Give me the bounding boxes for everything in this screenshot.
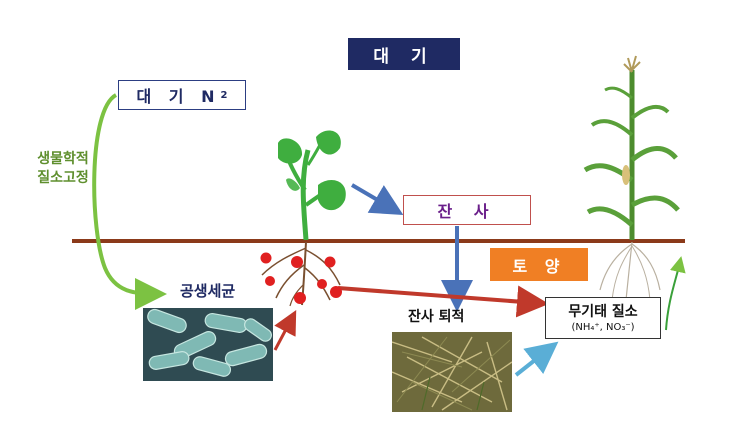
- root-nodule: [330, 286, 342, 298]
- residue-deposit-label: 잔사 퇴적: [408, 309, 465, 325]
- root-nodule: [260, 252, 272, 264]
- legume-plant-icon: [260, 130, 346, 307]
- bio-fixation-line-1: 생물학적: [37, 151, 89, 167]
- residue-straw-photo: [391, 332, 513, 412]
- n2-subscript: 2: [220, 89, 228, 101]
- inorganic-nitrogen-box: 무기태 질소 (NH₄⁺, NO₃⁻): [545, 297, 661, 339]
- n2-to-bacteria-arrow: [92, 93, 167, 310]
- soil-label: 토 양: [490, 248, 588, 281]
- biological-fixation-label: 생물학적 질소고정: [22, 150, 104, 188]
- bio-fixation-line-2: 질소고정: [37, 170, 89, 186]
- deposit-to-inorganic-arrow: [514, 341, 559, 377]
- uptake-arrow: [665, 256, 686, 331]
- root-nodule: [317, 279, 327, 289]
- root-nodule: [294, 292, 306, 304]
- plant-to-residue-arrow: [350, 183, 404, 216]
- inorganic-nitrogen-title: 무기태 질소: [568, 303, 638, 320]
- residue-label: 잔 사: [403, 195, 531, 225]
- root-nodule: [265, 276, 275, 286]
- root-nodule: [324, 256, 336, 268]
- nodule-to-inorganic-arrow: [337, 285, 549, 318]
- root-nodule: [291, 256, 303, 268]
- n2-label-text: 대 기 N: [136, 87, 221, 106]
- bacteria-to-root-arrow: [273, 310, 297, 351]
- atmosphere-title: 대 기: [348, 38, 460, 70]
- bacteria-photo: [143, 308, 273, 381]
- inorganic-nitrogen-formula: (NH₄⁺, NO₃⁻): [571, 321, 635, 333]
- symbiotic-bacteria-label: 공생세균: [180, 282, 236, 300]
- corn-plant-icon: [583, 55, 680, 301]
